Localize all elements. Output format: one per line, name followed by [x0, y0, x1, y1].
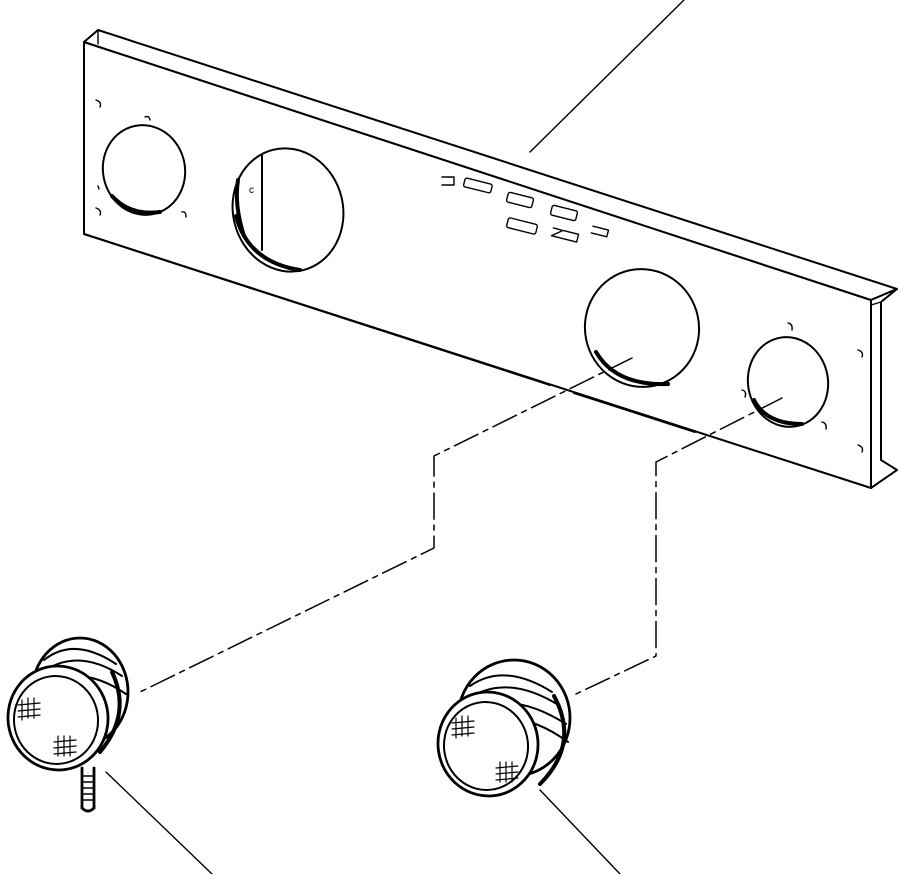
gauge-wire — [80, 766, 96, 813]
clip-mark — [857, 349, 864, 358]
hatch-mark-icon — [451, 715, 475, 739]
clip-mark — [857, 444, 864, 453]
panel-right-return — [870, 288, 898, 489]
panel-right-return-edge — [870, 301, 882, 306]
left-large-hole: c — [231, 147, 345, 273]
clip-mark — [95, 99, 102, 108]
clip-mark — [144, 115, 151, 121]
gauge-left — [6, 636, 213, 874]
callout-leader-gauge-right — [539, 789, 621, 874]
svg-text:c: c — [249, 185, 254, 196]
clip-mark — [821, 421, 827, 430]
clip-mark — [181, 211, 187, 218]
hatch-mark-icon — [495, 761, 519, 783]
gauge-right — [436, 658, 621, 874]
panel-bottom-edge-b — [573, 392, 696, 433]
panel-front-face — [83, 41, 872, 489]
left-small-hole — [95, 99, 187, 218]
right-large-hole — [583, 268, 701, 388]
clip-mark — [741, 389, 747, 398]
assembly-path-left — [135, 357, 633, 695]
panel-bottom-edge-a — [83, 233, 551, 386]
assembly-path-right — [575, 397, 783, 695]
clip-mark — [787, 322, 793, 331]
callout-leader-panel — [529, 0, 685, 153]
clip-mark — [95, 207, 102, 216]
callout-leader-gauge-left — [105, 771, 213, 874]
indicator-slots — [441, 176, 610, 243]
hatch-mark-icon — [17, 697, 41, 721]
right-small-hole — [741, 322, 864, 453]
instrument-panel: c — [83, 29, 898, 489]
hatch-mark-icon — [53, 735, 77, 757]
